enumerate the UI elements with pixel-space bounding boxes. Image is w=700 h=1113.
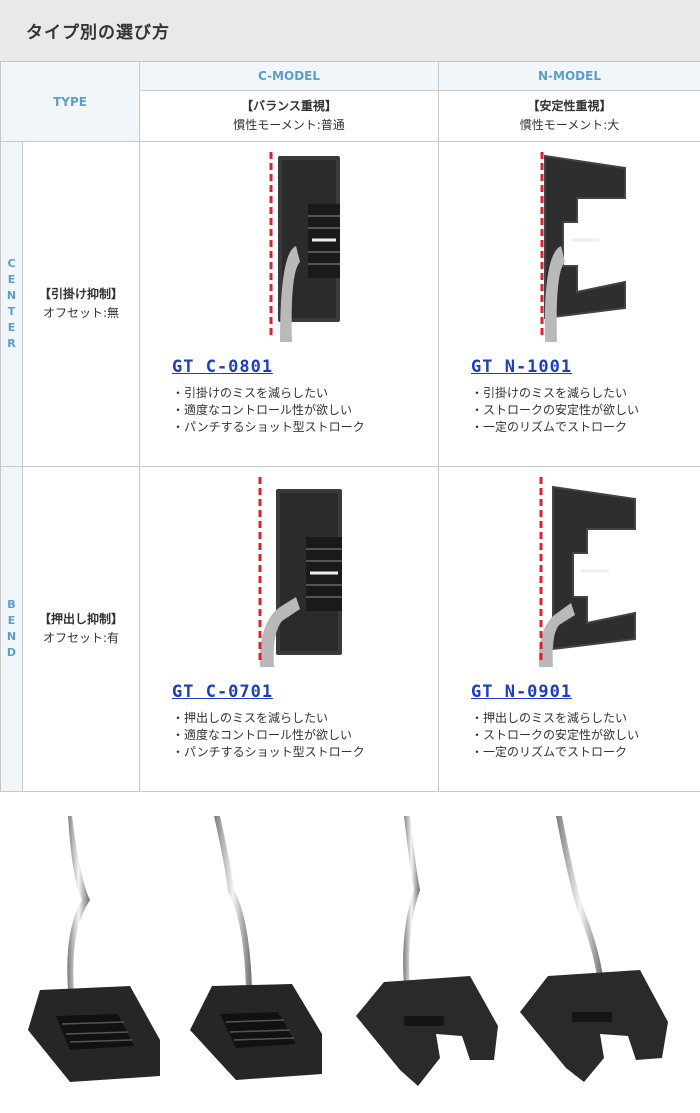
n-model-header: N-MODEL (438, 61, 700, 91)
product-link-gt-c-0801[interactable]: GT C-0801 (172, 357, 274, 377)
center-row-title: 【引掛け抑制】 (38, 287, 123, 301)
title-bar: タイプ別の選び方 (0, 0, 700, 61)
n-model-concept: 【安定性重視】 (527, 99, 612, 113)
c-model-moment: 慣性モーメント:普通 (233, 118, 345, 132)
product-link-gt-n-0901[interactable]: GT N-0901 (471, 682, 573, 702)
putter-photo-icon (0, 790, 700, 1113)
feature-list: 押出しのミスを減らしたい 適度なコントロール性が欲しい パンチするショット型スト… (172, 710, 438, 761)
bend-row-label: 【押出し抑制】 オフセット:有 (22, 466, 140, 792)
putter-head-front-icon (140, 467, 438, 682)
page-title: タイプ別の選び方 (26, 23, 170, 43)
product-cell-gt-c-0801: GT C-0801 引掛けのミスを減らしたい 適度なコントロール性が欲しい パン… (139, 141, 439, 467)
c-model-subheader: 【バランス重視】 慣性モーメント:普通 (139, 90, 439, 142)
feature-list: 引掛けのミスを減らしたい 適度なコントロール性が欲しい パンチするショット型スト… (172, 385, 438, 436)
type-selector-table: TYPE C-MODEL N-MODEL 【バランス重視】 慣性モーメント:普通… (0, 61, 700, 792)
center-row-offset: オフセット:無 (42, 306, 120, 320)
center-row-label: 【引掛け抑制】 オフセット:無 (22, 141, 140, 467)
feature-list: 押出しのミスを減らしたい ストロークの安定性が欲しい 一定のリズムでストローク (471, 710, 700, 761)
n-model-subheader: 【安定性重視】 慣性モーメント:大 (438, 90, 700, 142)
product-cell-gt-n-1001: GT N-1001 引掛けのミスを減らしたい ストロークの安定性が欲しい 一定の… (438, 141, 700, 467)
bend-row-offset: オフセット:有 (42, 631, 120, 645)
product-cell-gt-c-0701: GT C-0701 押出しのミスを減らしたい 適度なコントロール性が欲しい パン… (139, 466, 439, 792)
putter-head-front-icon (140, 142, 438, 357)
c-model-concept: 【バランス重視】 (241, 99, 337, 113)
putter-head-front-icon (439, 142, 700, 357)
bend-row-title: 【押出し抑制】 (38, 612, 123, 626)
type-header: TYPE (0, 61, 140, 142)
c-model-header: C-MODEL (139, 61, 439, 91)
product-link-gt-c-0701[interactable]: GT C-0701 (172, 682, 274, 702)
feature-list: 引掛けのミスを減らしたい ストロークの安定性が欲しい 一定のリズムでストローク (471, 385, 700, 436)
product-link-gt-n-1001[interactable]: GT N-1001 (471, 357, 573, 377)
n-model-moment: 慣性モーメント:大 (519, 118, 620, 132)
putter-head-front-icon (439, 467, 700, 682)
product-cell-gt-n-0901: GT N-0901 押出しのミスを減らしたい ストロークの安定性が欲しい 一定の… (438, 466, 700, 792)
